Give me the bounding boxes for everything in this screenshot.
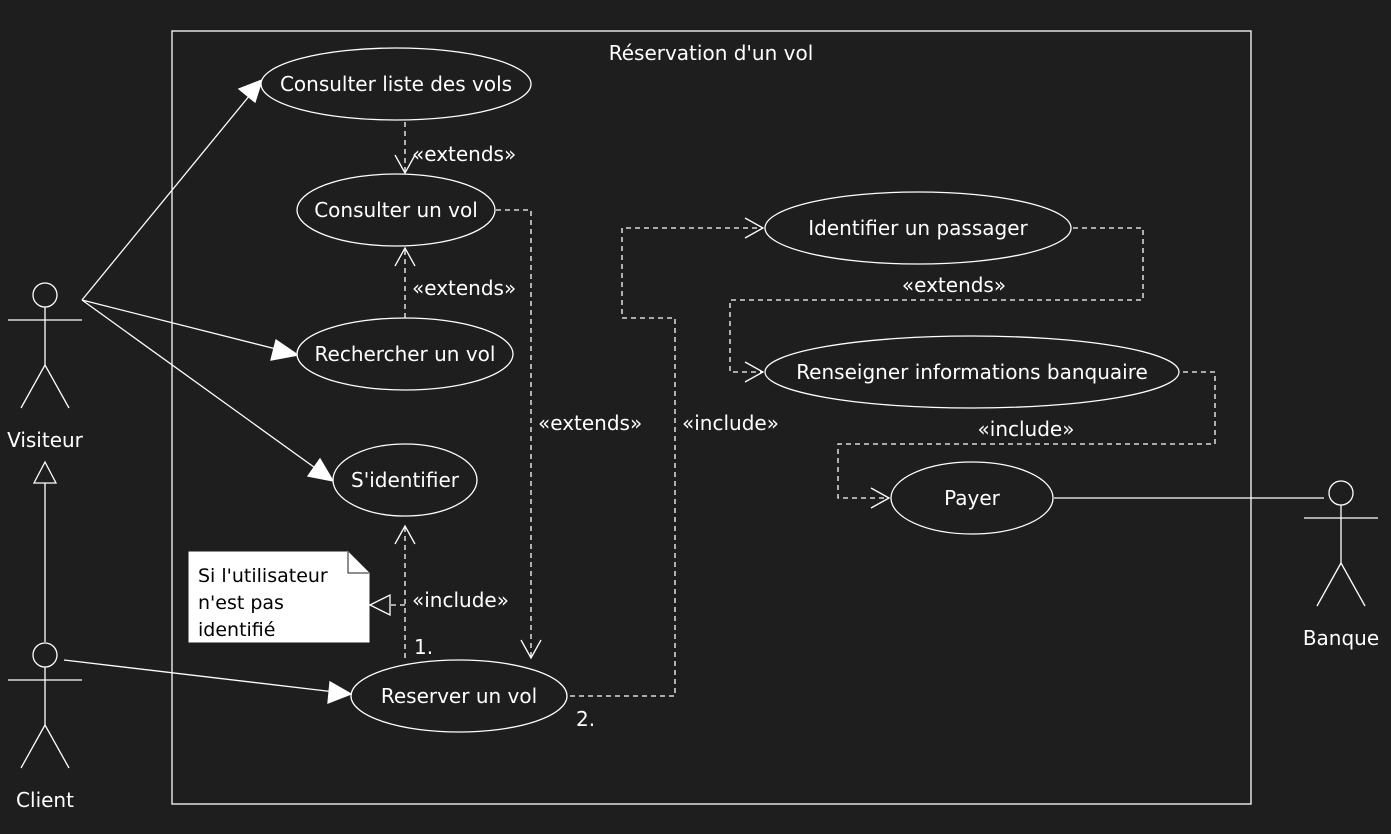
usecase-consulter-liste-label: Consulter liste des vols — [280, 72, 512, 96]
order-1-label: 1. — [414, 635, 433, 659]
actor-banque[interactable]: Banque — [1303, 480, 1379, 650]
include-identifier-label: «include» — [412, 588, 509, 612]
extends-liste-consulter: «extends» — [394, 122, 516, 175]
usecase-payer[interactable]: Payer — [890, 461, 1054, 535]
include-infos-payer: «include» — [837, 371, 1216, 509]
extends-passager-label: «extends» — [902, 273, 1006, 297]
extends-recherche-consulter: «extends» — [394, 246, 516, 318]
usecase-reserver-vol[interactable]: Reserver un vol — [350, 659, 568, 733]
actor-client[interactable]: Client — [8, 642, 82, 812]
usecase-rechercher-vol-label: Rechercher un vol — [315, 342, 496, 366]
order-2-label: 2. — [576, 707, 595, 731]
actor-client-label: Client — [16, 788, 74, 812]
usecase-identifier[interactable]: S'identifier — [332, 443, 478, 517]
generalization-client-visiteur — [32, 460, 58, 642]
usecase-renseigner-infos[interactable]: Renseigner informations banquaire — [764, 335, 1180, 409]
note-line-1: Si l'utilisateur — [198, 565, 328, 587]
extends-reserver-label: «extends» — [538, 411, 642, 435]
usecase-reserver-vol-label: Reserver un vol — [381, 684, 537, 708]
usecase-renseigner-infos-label: Renseigner informations banquaire — [796, 360, 1148, 384]
usecase-consulter-liste[interactable]: Consulter liste des vols — [260, 47, 532, 121]
include-reserver-passager: «include» 2. — [570, 217, 779, 731]
actor-visiteur-label: Visiteur — [7, 428, 84, 452]
association-visiteur-identifier — [81, 299, 335, 482]
actor-banque-label: Banque — [1303, 626, 1379, 650]
usecase-identifier-passager[interactable]: Identifier un passager — [764, 191, 1072, 265]
extends-passager-infos: «extends» — [729, 227, 1144, 383]
usecase-payer-label: Payer — [944, 486, 1001, 510]
usecase-consulter-vol[interactable]: Consulter un vol — [296, 173, 496, 247]
association-client-reserver — [63, 659, 353, 704]
include-reserver-identifier: «include» 1. — [368, 524, 509, 659]
usecase-rechercher-vol[interactable]: Rechercher un vol — [296, 317, 514, 391]
system-boundary — [171, 30, 1252, 805]
extends-liste-label: «extends» — [412, 142, 516, 166]
extends-reserver-consulter: «extends» — [496, 209, 642, 660]
usecase-consulter-vol-label: Consulter un vol — [314, 198, 478, 222]
system-title: Réservation d'un vol — [609, 41, 814, 65]
association-visiteur-recherche — [81, 299, 300, 361]
extends-recherche-label: «extends» — [412, 276, 516, 300]
usecase-identifier-label: S'identifier — [351, 468, 460, 492]
note-line-2: n'est pas — [198, 592, 284, 614]
include-passager-label: «include» — [682, 411, 779, 435]
include-payer-label: «include» — [978, 417, 1075, 441]
note-line-3: identifié — [198, 619, 275, 641]
note[interactable]: Si l'utilisateur n'est pas identifié — [188, 551, 370, 643]
association-visiteur-liste — [81, 78, 264, 301]
actor-visiteur[interactable]: Visiteur — [7, 282, 84, 452]
usecase-identifier-passager-label: Identifier un passager — [808, 216, 1028, 240]
